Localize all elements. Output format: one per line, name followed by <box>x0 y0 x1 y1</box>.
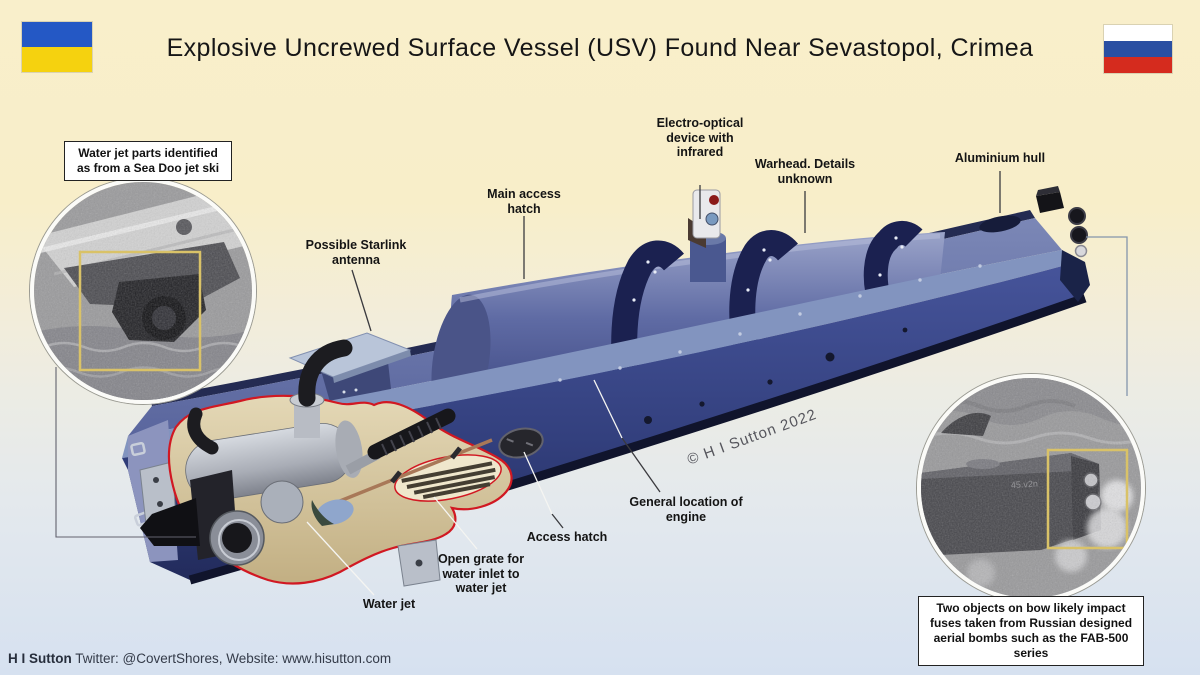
label-warhead: Warhead. Details unknown <box>754 157 856 186</box>
water-inlet <box>316 499 354 525</box>
bow-box <box>1036 192 1064 213</box>
label-starlink-antenna: Possible Starlink antenna <box>305 238 407 267</box>
impact-fuse <box>1068 207 1086 225</box>
shackle <box>130 441 146 457</box>
access-hatch <box>498 427 544 459</box>
electro-optical-device <box>688 189 726 282</box>
inset-right-connector <box>1086 236 1128 396</box>
ukraine-flag <box>22 22 92 72</box>
bow <box>979 186 1090 302</box>
foredeck-hatch <box>979 215 1021 233</box>
label-open-grate: Open grate for water inlet to water jet <box>437 552 525 595</box>
label-engine-location: General location of engine <box>629 495 743 524</box>
russia-flag <box>1104 25 1172 73</box>
exhaust-elbow <box>298 339 353 407</box>
steering-rod <box>334 438 493 505</box>
hull-holes <box>644 327 908 424</box>
photo-inset-waterjet <box>30 178 256 404</box>
hull-rivets <box>558 264 982 382</box>
footer-contact: Twitter: @CovertShores, Website: www.his… <box>75 651 392 666</box>
leader-lines <box>351 171 1001 529</box>
highlight-box <box>78 250 202 372</box>
label-access-hatch: Access hatch <box>526 530 608 544</box>
stern-cutaway <box>140 339 513 587</box>
impact-fuse <box>1070 226 1088 244</box>
tube-band <box>863 221 923 313</box>
inset-left-connector <box>55 367 196 538</box>
footer-author: H I Sutton <box>8 651 72 666</box>
highlight-box <box>1046 448 1129 550</box>
label-main-access-hatch: Main access hatch <box>487 187 561 216</box>
page-title: Explosive Uncrewed Surface Vessel (USV) … <box>166 34 1034 62</box>
caption-waterjet-parts: Water jet parts identified as from a Sea… <box>64 141 232 181</box>
caption-bow-fuses: Two objects on bow likely impact fuses t… <box>918 596 1144 666</box>
label-aluminium-hull: Aluminium hull <box>954 151 1046 165</box>
label-water-jet: Water jet <box>362 597 416 611</box>
leader-lines-light <box>306 379 623 596</box>
jet-nozzle <box>140 498 200 546</box>
photo-inset-bow-fuses: 45.v2n <box>917 374 1145 602</box>
footer-credit: H I Sutton Twitter: @CovertShores, Websi… <box>8 651 391 666</box>
drive-shaft-hose <box>367 408 456 460</box>
label-electro-optical: Electro-optical device with infrared <box>656 116 744 159</box>
